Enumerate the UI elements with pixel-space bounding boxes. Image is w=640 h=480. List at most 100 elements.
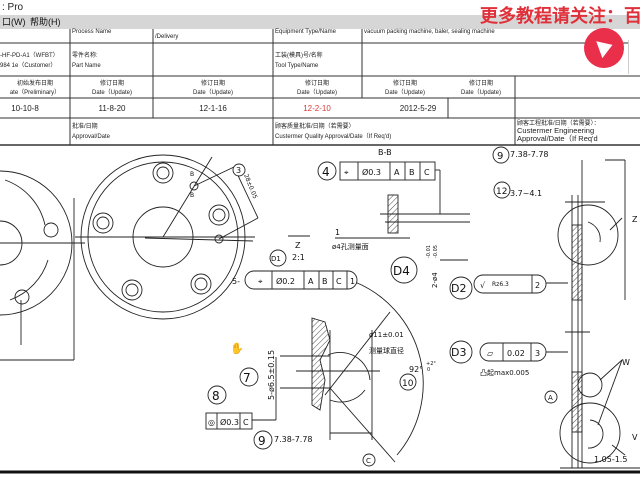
fcf-cell: B (322, 277, 328, 286)
fcf-cell: 1 (350, 277, 355, 286)
tol-lo: -0.05 (433, 245, 439, 258)
detail-z: Z (295, 241, 301, 250)
date-value: 11-8-20 (99, 104, 127, 113)
balloon-d3: D3 (451, 346, 466, 359)
balloon-7: 7 (243, 371, 251, 385)
angle-tol-lo: 0 (427, 367, 430, 373)
date-value: 2012-5-29 (400, 104, 437, 113)
section-mark: B (190, 171, 194, 178)
date-header-en: Date（Update) (297, 89, 337, 96)
angle: 92° (409, 365, 423, 374)
balloon-3: 3 (236, 166, 241, 175)
balloon-d4: D4 (393, 264, 410, 278)
eng-approval-en-box: Custermer Engineering Approval/Date（If R… (517, 127, 598, 143)
fcf-cell: Ø0.3 (362, 167, 381, 177)
eng-approval-en: Custermer Engineering Approval/Date（If R… (517, 127, 598, 143)
fcf-cell: A (308, 277, 314, 286)
tool-en: Tool Type/Name (275, 63, 319, 69)
process-name-label: Process Name (72, 29, 112, 35)
tol-up: -0.01 (426, 245, 432, 258)
fcf-cell: C (336, 277, 342, 286)
title-block (0, 29, 640, 146)
customer-number: 984 1e（Customer） (0, 62, 56, 69)
balloon-12: 12 (496, 187, 507, 197)
section-mark: B (190, 192, 194, 199)
approval-cn: 批准/日期 (72, 122, 98, 130)
tool-cn: 工装(模具)号/名称 (275, 51, 323, 59)
fcf-cell: ⌖ (344, 168, 349, 177)
ball-dim: ø11±0.01 (369, 331, 404, 339)
delivery-label: /Delivery (155, 34, 178, 40)
hole-label: 1 (335, 228, 340, 237)
equipment-label: Equipment Type/Name (275, 29, 337, 35)
date-header-cn: 初始发布日期 (17, 79, 53, 87)
fcf-cell: Ø0.2 (276, 276, 295, 286)
balloon-8: 8 (212, 389, 220, 403)
angle-tol-up: +2° (426, 361, 436, 367)
date-header-en: Date（Update) (461, 89, 501, 96)
quality-approval-cn: 顾客质量批准/日期（若需要） (275, 122, 355, 130)
date-header-cn: 修订日期 (201, 79, 225, 87)
part-name-cn: 零件名称: (72, 51, 98, 59)
date-header-en: ate（Preliminary） (10, 89, 60, 96)
bump-note: 凸起max0.005 (480, 369, 529, 377)
date-header-cn: 修订日期 (305, 79, 329, 87)
dim-9: 7.38-7.78 (510, 150, 549, 159)
balloon-d2: D2 (451, 282, 466, 295)
d2-number: 2 (535, 281, 540, 290)
balloon-9: 9 (497, 151, 503, 162)
date-header-en: Date（Update) (385, 89, 425, 96)
ball-note: 测量球直径 (369, 346, 404, 355)
part-drawing (0, 154, 640, 469)
window-title: : Pro (0, 0, 640, 15)
date-header-cn: 修订日期 (100, 79, 124, 87)
d3-number: 3 (535, 349, 540, 358)
balloon-4: 4 (322, 165, 330, 179)
fcf-cell: C (424, 168, 430, 177)
fcf-cell: A (394, 168, 400, 177)
section-bb-label: B-B (378, 148, 392, 157)
approval-en: Approval/Date (72, 134, 111, 140)
detail-w: W (622, 358, 630, 367)
date-header-en: Date（Update) (193, 89, 233, 96)
datum-a: A (548, 394, 553, 402)
date-header-en: Date（Update) (92, 89, 132, 96)
flatness-icon: ▱ (487, 349, 494, 358)
fcf-cell: ◎ (208, 418, 215, 427)
dim-hole: 2-ø4 (431, 272, 439, 288)
watermark-text: 更多教程请关注：百 (480, 6, 640, 27)
equipment-value: vacuum packing machine, baler, sealing m… (364, 29, 495, 35)
fcf-cell: B (409, 168, 415, 177)
fcf-cell: Ø0.3 (220, 417, 239, 427)
flatness: 0.02 (507, 349, 525, 358)
datum-c: C (366, 457, 371, 465)
detail-scale: 2:1 (292, 253, 305, 262)
dim-9b: 7.38-7.78 (274, 435, 313, 444)
balloon-d1: D1 (271, 255, 281, 263)
fcf-cell: C (243, 418, 249, 427)
dim-7: 5-ø6.5±0.15 (267, 350, 276, 400)
fcf-cell: ⌖ (258, 277, 263, 286)
menu-bar: 口(W) 帮助(H) (0, 15, 640, 29)
date-header-cn: 修订日期 (393, 79, 417, 87)
balloon-9b: 9 (258, 434, 266, 448)
part-number: -HF-PD-A1（WFBT） (0, 52, 59, 59)
dim-3: 28±0.05 (242, 173, 258, 200)
date-value: 10-10-8 (11, 104, 39, 113)
detail-z-ref: Z (632, 215, 638, 224)
side-panel (628, 40, 640, 74)
quality-approval-en: Custermer Quality Approval/Date（If Req'd… (275, 133, 391, 140)
part-name-en: Part Name (72, 63, 101, 69)
menu-window[interactable]: 口(W) (2, 17, 26, 27)
date-header-cn: 修订日期 (469, 79, 493, 87)
dim-v: 1.05-1.5 (594, 455, 627, 464)
prefix-5: 5- (232, 277, 240, 286)
balloon-10: 10 (402, 379, 414, 389)
menu-help[interactable]: 帮助(H) (30, 17, 61, 27)
dim-12: 3.7~4.1 (510, 189, 542, 198)
date-value-highlighted: 12-2-10 (303, 104, 331, 113)
hole-label: ø4孔测量面 (332, 243, 369, 251)
roughness-symbol: √ (480, 281, 486, 290)
date-value: 12-1-16 (199, 104, 227, 113)
